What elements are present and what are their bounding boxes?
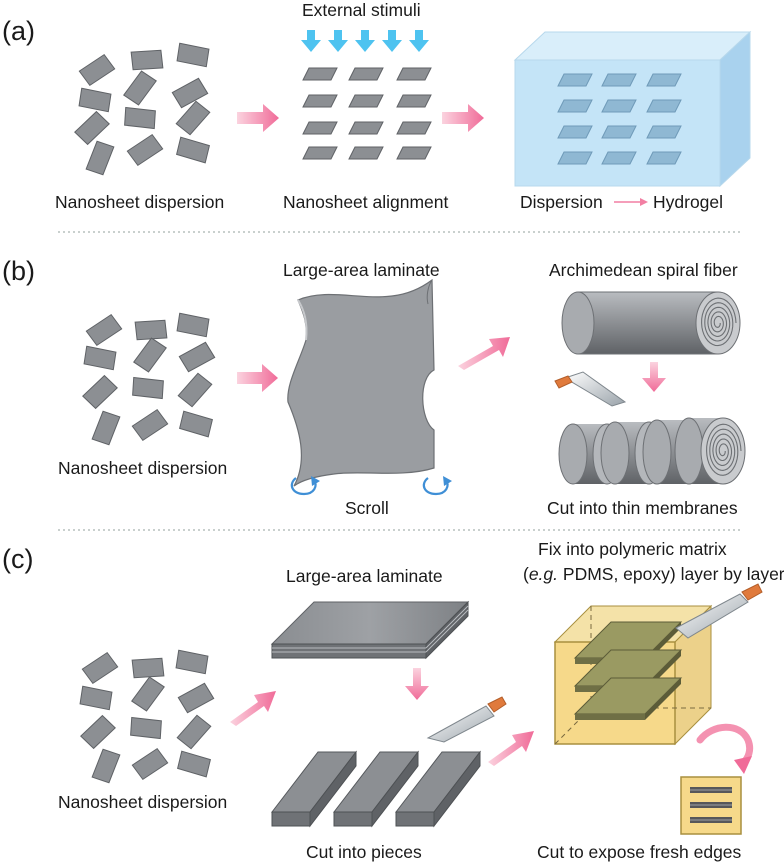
aligned-sheet <box>302 121 338 135</box>
panel-a-small-pink-arrow <box>614 198 648 206</box>
hydrogel-sheet <box>557 73 593 87</box>
panel-c-arrow-down <box>405 668 429 700</box>
panel-a-arrow-2 <box>442 104 484 132</box>
panel-b-dispersion <box>78 306 218 450</box>
panel-b-arrow-down <box>642 362 666 392</box>
panel-b-scroll-caption: Scroll <box>345 498 389 518</box>
hydrogel-sheet <box>601 151 637 165</box>
panel-b-letter: (b) <box>2 256 35 286</box>
spiral-line <box>706 423 742 476</box>
panel-c-laminate-caption: Large-area laminate <box>286 566 443 586</box>
hydrogel-sheet <box>646 151 682 165</box>
hydrogel-sheet <box>646 99 682 113</box>
aligned-sheet <box>302 146 338 160</box>
panel-b-scroll-arrows <box>290 476 452 496</box>
panel-b-arrow-2 <box>458 337 510 370</box>
panel-a-dispersion-caption: Nanosheet dispersion <box>55 192 224 212</box>
panel-c-matrix-caption-line1: Fix into polymeric matrix <box>538 539 727 559</box>
panel-b-dispersion-caption: Nanosheet dispersion <box>58 458 227 478</box>
panel-c-arrow-1 <box>230 691 276 726</box>
panel-b-laminate-caption: Large-area laminate <box>283 260 440 280</box>
panel-b-arrow-1 <box>237 364 278 392</box>
panel-a-hydrogel-sheets <box>557 73 682 165</box>
hydrogel-sheet <box>557 125 593 139</box>
aligned-sheet <box>396 146 432 160</box>
panel-a-dispersion <box>70 36 215 180</box>
panel-a-stimuli-label: External stimuli <box>302 0 421 20</box>
panel-b-membrane-spiral-icon <box>706 423 742 476</box>
panel-c-pieces <box>270 750 482 828</box>
hydrogel-sheet <box>601 99 637 113</box>
panel-c-exposed-edges <box>680 776 742 835</box>
panel-b-laminate-sheet <box>287 278 435 487</box>
panel-b-blade <box>554 371 627 407</box>
panel-a-alignment-caption: Nanosheet alignment <box>283 192 449 212</box>
panel-b-cut-caption: Cut into thin membranes <box>547 498 738 518</box>
aligned-sheet <box>348 146 384 160</box>
panel-a-letter: (a) <box>2 16 35 46</box>
panel-c-edges-caption: Cut to expose fresh edges <box>537 842 742 862</box>
panel-c-matrix-caption-eg: e.g. <box>529 564 558 584</box>
panel-c-dispersion-caption: Nanosheet dispersion <box>58 792 227 812</box>
hydrogel-sheet <box>601 73 637 87</box>
aligned-sheet <box>348 121 384 135</box>
panel-c-laminate-stack <box>270 600 470 660</box>
panel-c-blade-2 <box>675 583 763 639</box>
aligned-sheet <box>348 94 384 108</box>
hydrogel-sheet <box>557 151 593 165</box>
hydrogel-sheet <box>557 99 593 113</box>
panel-c-curved-arrow <box>696 723 754 774</box>
panel-a-hydrogel-caption-right: Hydrogel <box>653 192 723 212</box>
panel-c-letter: (c) <box>2 544 33 574</box>
aligned-sheet <box>396 94 432 108</box>
panel-b-spiral-fiber <box>561 291 741 355</box>
aligned-sheet <box>302 94 338 108</box>
panel-c-matrix-block <box>553 604 713 746</box>
panel-c-arrow-2 <box>488 731 534 766</box>
panel-c-pieces-caption: Cut into pieces <box>306 842 422 862</box>
hydrogel-sheet <box>646 73 682 87</box>
panel-a-hydrogel-block <box>513 30 752 188</box>
aligned-sheet <box>396 67 432 81</box>
panel-b-membrane-stack <box>558 417 746 485</box>
panel-c-dispersion <box>75 643 217 788</box>
panel-a-stimuli-arrows <box>301 30 429 52</box>
panel-b-spiral-caption: Archimedean spiral fiber <box>549 260 738 280</box>
panel-a-aligned-sheets[interactable] <box>302 67 432 160</box>
panel-a-hydrogel-caption-left: Dispersion <box>520 192 603 212</box>
hydrogel-sheet <box>601 125 637 139</box>
hydrogel-sheet <box>646 125 682 139</box>
aligned-sheet <box>348 67 384 81</box>
panel-c-matrix-caption-line2: (e.g. PDMS, epoxy) layer by layer <box>523 564 784 584</box>
spiral-line <box>701 297 737 347</box>
panel-c-blade <box>426 696 507 743</box>
aligned-sheet <box>302 67 338 81</box>
panel-a-arrow-1 <box>237 104 279 132</box>
panel-b-spiral-icon <box>701 297 737 347</box>
aligned-sheet <box>396 121 432 135</box>
